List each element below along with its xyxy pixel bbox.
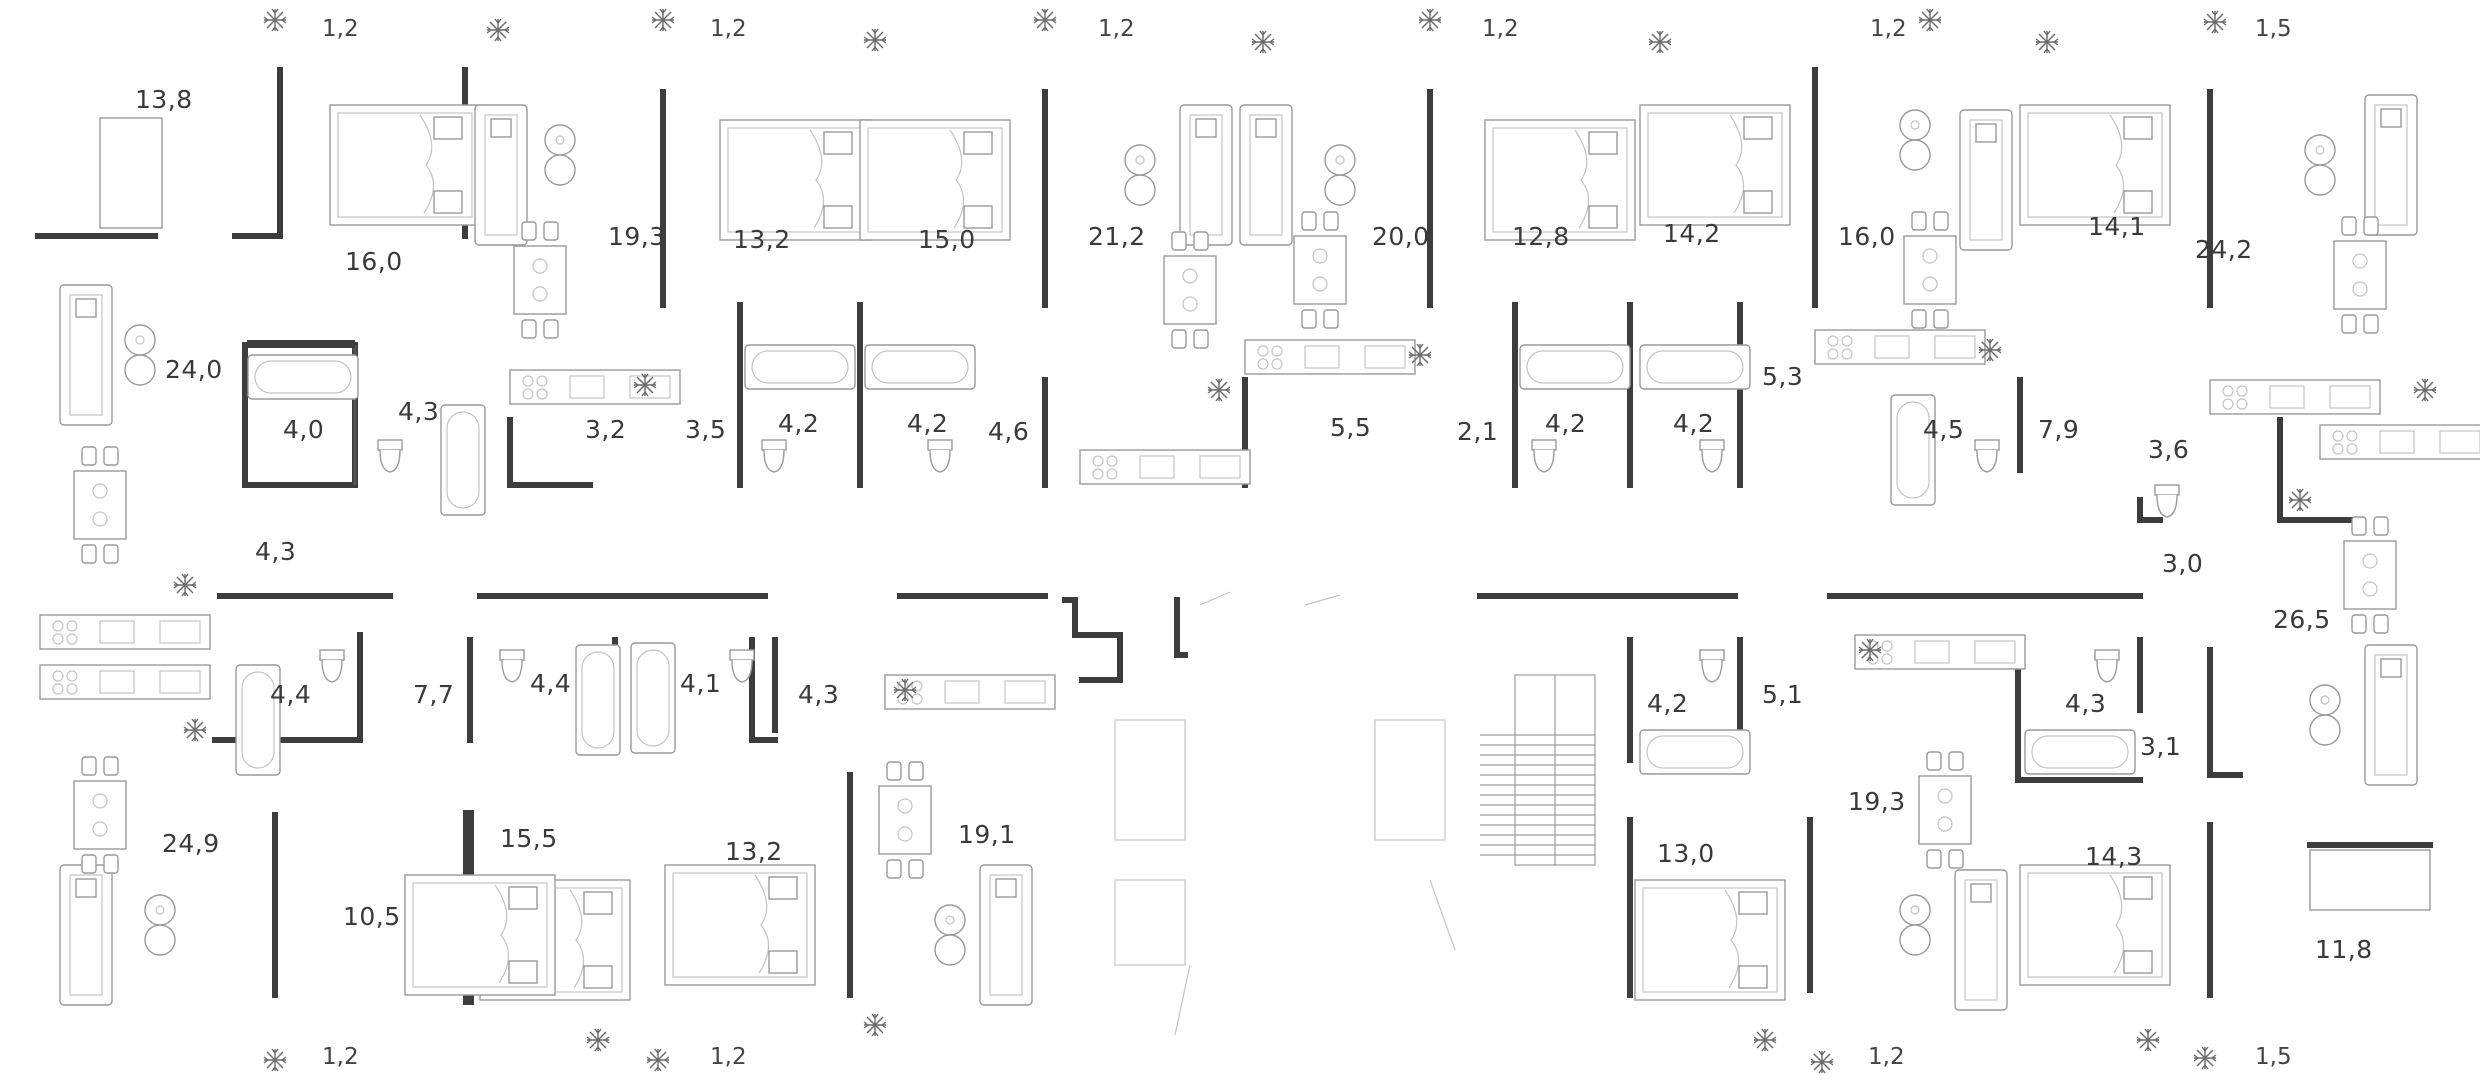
room-area: 7,7 [413, 680, 454, 709]
room-area: 26,5 [2273, 605, 2331, 634]
room-area: 3,2 [585, 415, 626, 444]
room-area: 3,0 [2162, 549, 2203, 578]
room-area: 12,8 [1512, 222, 1570, 251]
balcony-labels: 1,2 1,2 1,2 1,2 1,2 1,5 1,2 1,2 1,2 1,5 [322, 16, 2292, 1070]
room-area: 4,5 [1923, 415, 1964, 444]
room-area: 4,2 [907, 409, 948, 438]
room-area: 4,3 [398, 397, 439, 426]
room-area: 11,8 [2315, 935, 2373, 964]
room-area: 4,1 [680, 669, 721, 698]
room-area: 21,2 [1088, 222, 1146, 251]
room-area: 4,3 [255, 537, 296, 566]
room-area: 3,5 [685, 415, 726, 444]
room-area: 13,2 [733, 225, 791, 254]
balcony-area: 1,2 [322, 1044, 359, 1070]
room-area: 13,2 [725, 837, 783, 866]
balcony-area: 1,5 [2255, 16, 2292, 42]
room-area: 16,0 [345, 247, 403, 276]
room-area-labels: 13,8 16,0 19,3 13,2 15,0 21,2 20,0 12,8 … [135, 85, 2373, 964]
room-area: 19,1 [958, 820, 1016, 849]
room-area: 14,2 [1663, 219, 1721, 248]
balcony-area: 1,2 [1482, 16, 1519, 42]
room-area: 4,2 [778, 409, 819, 438]
room-area: 4,4 [530, 669, 571, 698]
room-area: 24,2 [2195, 235, 2253, 264]
room-area: 15,5 [500, 824, 558, 853]
room-area: 5,5 [1330, 413, 1371, 442]
room-area: 7,9 [2038, 415, 2079, 444]
room-area: 4,2 [1647, 689, 1688, 718]
room-area: 14,3 [2085, 842, 2143, 871]
room-area: 4,0 [283, 415, 324, 444]
room-area: 14,1 [2088, 212, 2146, 241]
room-area: 20,0 [1372, 222, 1430, 251]
room-area: 16,0 [1838, 222, 1896, 251]
room-area: 15,0 [918, 225, 976, 254]
room-area: 13,8 [135, 85, 193, 114]
balcony-area: 1,2 [710, 16, 747, 42]
room-area: 4,3 [798, 680, 839, 709]
balcony-area: 1,5 [2255, 1044, 2292, 1070]
room-area: 3,1 [2140, 732, 2181, 761]
room-area: 5,3 [1762, 362, 1803, 391]
room-area: 10,5 [343, 902, 401, 931]
room-area: 4,6 [988, 417, 1029, 446]
room-area: 13,0 [1657, 839, 1715, 868]
furniture [39, 94, 2480, 1011]
balcony-area: 1,2 [1870, 16, 1907, 42]
balcony-area: 1,2 [1868, 1044, 1905, 1070]
balcony-area: 1,2 [322, 16, 359, 42]
room-area: 4,3 [2065, 689, 2106, 718]
room-area: 3,6 [2148, 435, 2189, 464]
room-area: 24,0 [165, 355, 223, 384]
room-area: 4,2 [1673, 409, 1714, 438]
room-area: 4,2 [1545, 409, 1586, 438]
room-area: 24,9 [162, 829, 220, 858]
balcony-area: 1,2 [1098, 16, 1135, 42]
balcony-area: 1,2 [710, 1044, 747, 1070]
room-area: 19,3 [608, 222, 666, 251]
room-area: 19,3 [1848, 787, 1906, 816]
stair-core [1114, 591, 1596, 1036]
room-area: 4,4 [270, 680, 311, 709]
room-area: 2,1 [1457, 417, 1498, 446]
room-area: 5,1 [1762, 680, 1803, 709]
